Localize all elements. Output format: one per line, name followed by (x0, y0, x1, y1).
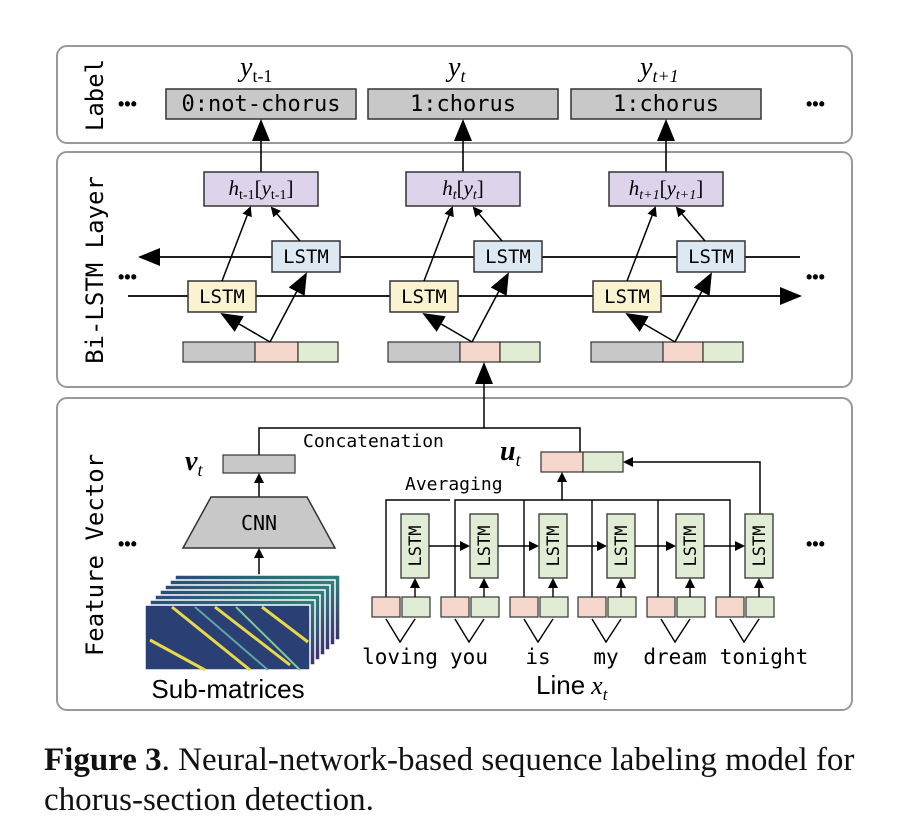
word-embeddings (371, 596, 775, 618)
lstm-backward-next (676, 240, 746, 273)
arrow-bar-bwd-cur (471, 272, 509, 343)
lstm-backward-prev-label: LSTM (283, 246, 329, 268)
y-label-prev: yt-1 (237, 52, 272, 86)
ellipsis-feature-left: ••• (118, 534, 137, 554)
lstm-forward-prev (187, 280, 257, 313)
figure-caption: Figure 3. Neural-network-based sequence … (44, 740, 884, 820)
cnn-label: CNN (241, 511, 277, 535)
submatrices-label: Sub-matrices (151, 674, 304, 704)
output-box-prev (165, 88, 357, 120)
output-label-prev: 0:not-chorus (182, 92, 341, 117)
lstm-forward-prev-label: LSTM (199, 286, 245, 308)
svg-text:LSTM: LSTM (612, 526, 632, 567)
hidden-label-prev: ht-1[yt-1] (229, 176, 294, 203)
embedding-to-lstm-arrows (410, 578, 764, 597)
panel-label-bilstm: Bi-LSTM Layer (81, 176, 109, 364)
svg-text:LSTM: LSTM (544, 526, 564, 567)
svg-text:LSTM: LSTM (406, 526, 426, 567)
feature-panel (56, 397, 853, 711)
svg-text:LSTM: LSTM (750, 526, 770, 567)
svg-text:LSTM: LSTM (475, 526, 495, 567)
label-panel (56, 45, 853, 144)
y-label-next: yt+1 (637, 52, 679, 86)
lstm-forward-next-label: LSTM (604, 286, 650, 308)
lstm-forward-cur-label: LSTM (401, 286, 447, 308)
cnn-block (181, 496, 337, 549)
word-3: my (593, 645, 618, 669)
arrow-bar-fwd-next (625, 312, 676, 343)
submatrix-stack (144, 574, 341, 672)
ellipsis-feature-right: ••• (806, 534, 825, 554)
y-label-cur: yt (445, 52, 466, 86)
arrow-bwd-hidden-prev (270, 206, 301, 242)
lstm-backward-cur (473, 240, 543, 273)
averaging-bracket (385, 499, 731, 600)
concatenation-label: Concatenation (303, 431, 444, 452)
feature-bar-prev (182, 341, 339, 363)
hidden-box-next (608, 171, 724, 207)
output-label-cur: 1:chorus (410, 92, 516, 117)
bilstm-panel (56, 151, 853, 388)
ellipsis-bilstm-right: ••• (806, 267, 825, 287)
word-2: is (525, 645, 550, 669)
word-0: loving (362, 645, 438, 669)
word-4: dream (643, 645, 706, 669)
output-box-next (570, 88, 762, 120)
panel-label-feature: Feature Vector (81, 454, 109, 656)
arrow-fwd-hidden-cur (423, 206, 454, 282)
arrow-fwd-hidden-prev (221, 206, 252, 282)
lstm-backward-next-label: LSTM (688, 246, 734, 268)
feature-bar-cur (387, 341, 541, 363)
concatenation-path (258, 427, 581, 455)
arrow-bar-fwd-prev (220, 312, 271, 343)
arrow-last-lstm-u (623, 457, 761, 514)
word-to-embedding-arrows (385, 618, 760, 644)
hidden-box-cur (405, 171, 521, 207)
word-5: tonight (720, 645, 809, 669)
arrow-bar-bwd-prev (269, 272, 307, 343)
arrow-bwd-hidden-next (675, 206, 706, 242)
ellipsis-label-left: ••• (118, 94, 137, 114)
ellipsis-bilstm-left: ••• (118, 267, 137, 287)
ellipsis-label-right: ••• (806, 94, 825, 114)
output-label-next: 1:chorus (613, 92, 719, 117)
arrow-fwd-hidden-next (626, 206, 657, 282)
arrow-bar-bwd-next (674, 272, 712, 343)
caption-bold: Figure 3 (44, 742, 162, 778)
lstm-backward-cur-label: LSTM (485, 246, 531, 268)
arrow-bar-fwd-cur (422, 312, 473, 343)
panel-label-label: Label (81, 59, 109, 131)
word-1: you (450, 645, 488, 669)
hidden-label-next: ht+1[yt+1] (629, 176, 704, 203)
u-vector-green (582, 451, 624, 473)
v-vector-box (222, 454, 296, 474)
caption-text: . Neural-network-based sequence labeling… (44, 742, 855, 818)
hidden-box-prev (203, 171, 319, 207)
lstm-backward-prev (271, 240, 341, 273)
svg-text:LSTM: LSTM (681, 526, 701, 567)
feature-bar-next (590, 341, 744, 363)
v-label: vt (185, 446, 203, 480)
u-label: ut (500, 436, 522, 470)
u-vector-pink (540, 451, 584, 473)
averaging-label: Averaging (405, 474, 503, 495)
hidden-label-cur: ht[yt] (442, 176, 484, 203)
arrow-bwd-hidden-cur (472, 206, 503, 242)
